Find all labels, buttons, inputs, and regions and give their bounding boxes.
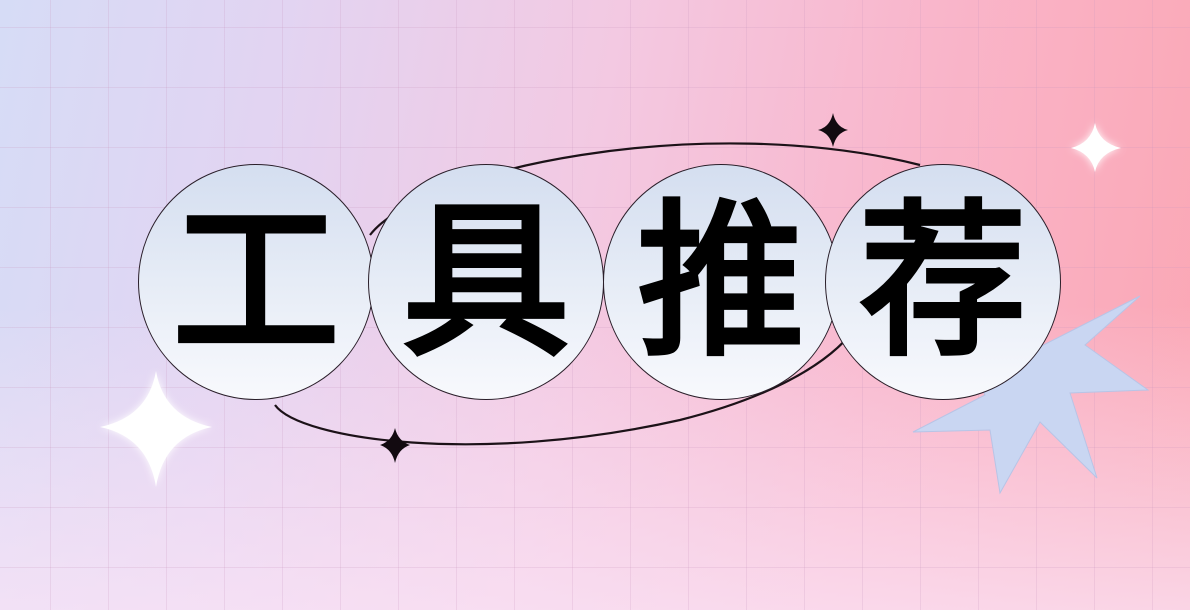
title-char: 推 — [637, 184, 805, 380]
sparkle-white-large-icon — [100, 371, 212, 487]
title-char-circle-4: 荐 — [825, 164, 1061, 400]
title-char: 荐 — [859, 184, 1027, 380]
sparkle-black-bottom-icon — [380, 428, 410, 463]
sparkle-black-top-icon — [818, 113, 848, 147]
title-char-circle-2: 具 — [368, 164, 604, 400]
title-char: 具 — [402, 184, 570, 380]
title-char-circle-3: 推 — [603, 164, 839, 400]
sparkle-white-small-icon — [1071, 123, 1121, 172]
title-char-circle-1: 工 — [138, 164, 374, 400]
title-char: 工 — [172, 184, 340, 380]
